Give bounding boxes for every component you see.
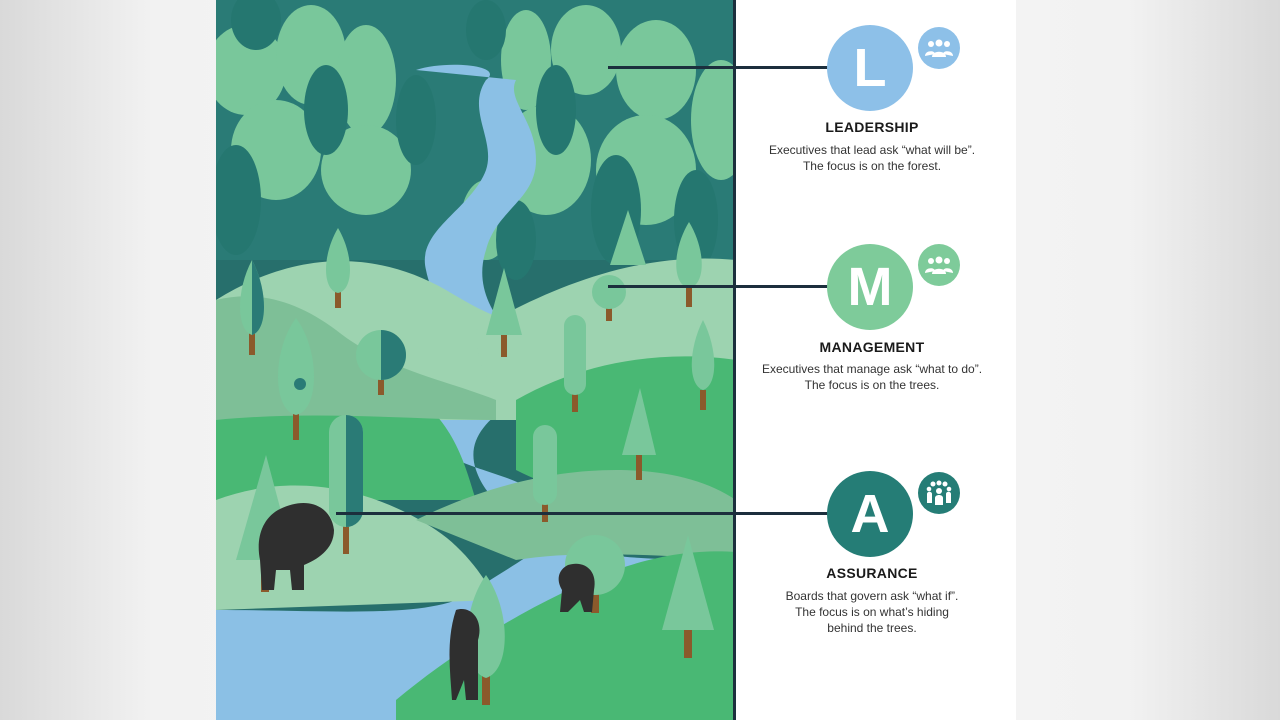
forest-illustration xyxy=(216,0,736,720)
audience-icon xyxy=(926,480,952,505)
canopy-dark xyxy=(216,0,718,280)
slide: L LEADERSHIP Executives that lead ask “w… xyxy=(216,0,1016,720)
leadership-desc-line-1: Executives that lead ask “what will be”. xyxy=(768,143,976,157)
hill-7 xyxy=(416,470,736,560)
assurance-desc-line-1: Boards that govern ask “what if”. xyxy=(785,589,959,603)
leadership-heading: LEADERSHIP xyxy=(825,119,919,135)
leadership-description: Executives that lead ask “what will be”.… xyxy=(732,142,1012,174)
hill-8 xyxy=(396,551,736,720)
connector-leadership xyxy=(608,66,830,69)
people-group-icon xyxy=(925,256,953,274)
assurance-heading: ASSURANCE xyxy=(826,565,918,581)
management-desc-line-2: The focus is on the trees. xyxy=(804,378,940,392)
assurance-audience-icon xyxy=(918,472,960,514)
assurance-badge: A xyxy=(827,471,913,557)
management-group-icon xyxy=(918,244,960,286)
assurance-description: Boards that govern ask “what if”. The fo… xyxy=(732,588,1012,636)
assurance-desc-line-3: behind the trees. xyxy=(827,621,917,635)
bears xyxy=(258,502,595,700)
leadership-letter: L xyxy=(853,38,887,98)
assurance-letter: A xyxy=(850,484,890,544)
connector-management xyxy=(608,285,830,288)
connector-assurance xyxy=(336,512,830,515)
management-letter: M xyxy=(847,257,893,317)
management-description: Executives that manage ask “what to do”.… xyxy=(732,361,1012,393)
leadership-group-icon xyxy=(918,27,960,69)
leadership-badge: L xyxy=(827,25,913,111)
management-heading: MANAGEMENT xyxy=(819,339,925,355)
assurance-desc-line-2: The focus is on what’s hiding xyxy=(795,605,949,619)
management-desc-line-1: Executives that manage ask “what to do”. xyxy=(761,362,983,376)
leadership-desc-line-2: The focus is on the forest. xyxy=(802,159,942,173)
vertical-divider xyxy=(733,0,736,720)
management-badge: M xyxy=(827,244,913,330)
people-group-icon xyxy=(925,39,953,57)
